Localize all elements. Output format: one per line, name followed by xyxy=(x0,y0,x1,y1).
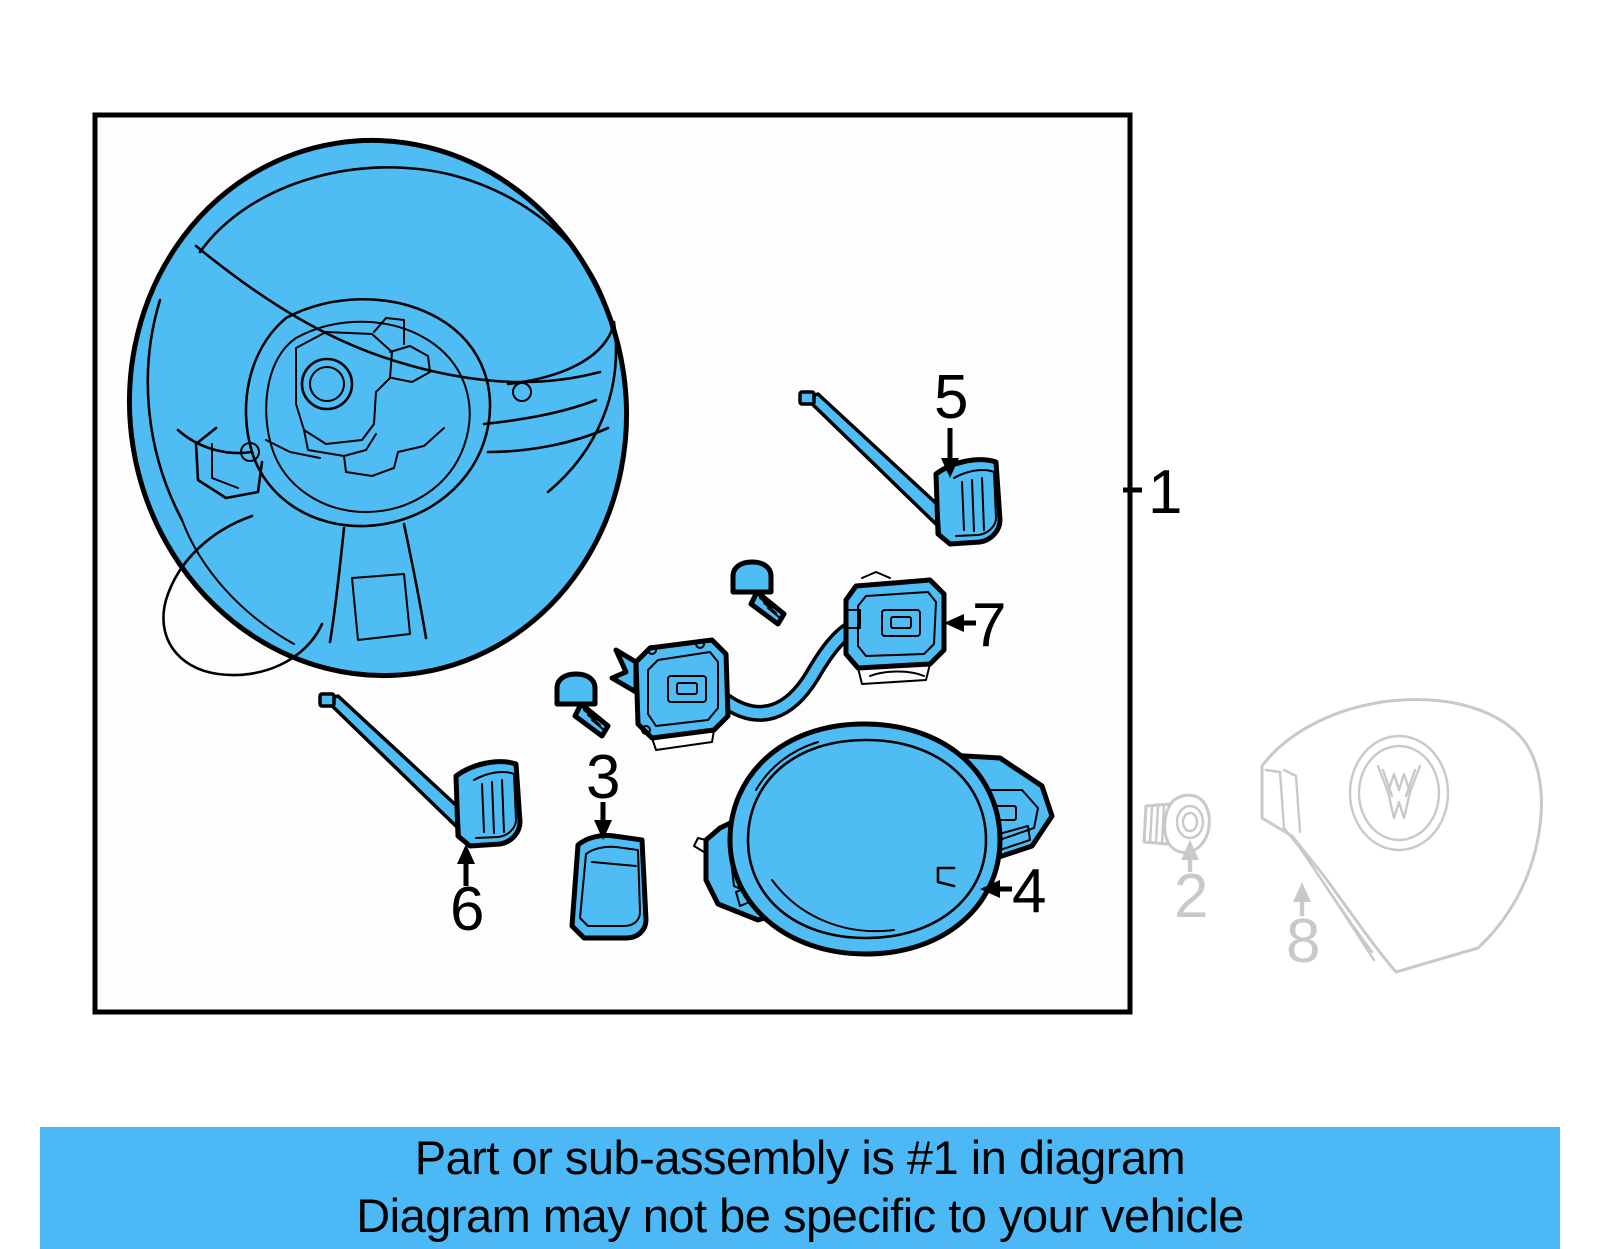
part-4-multifunction-switch-carrier[interactable] xyxy=(693,721,1055,957)
callout-4: 4 xyxy=(980,857,1046,926)
caption-line-1: Part or sub-assembly is #1 in diagram xyxy=(414,1131,1186,1184)
part-6-shift-paddle-left[interactable] xyxy=(318,692,523,849)
callout-2-number: 2 xyxy=(1174,862,1208,931)
callout-8: 8 xyxy=(1286,882,1320,976)
part-8-driver-airbag-module[interactable] xyxy=(1260,698,1543,974)
caption-line-2: Diagram may not be specific to your vehi… xyxy=(356,1189,1244,1242)
callout-1: 1 xyxy=(1123,458,1182,527)
callout-3: 3 xyxy=(586,743,620,840)
callout-8-number: 8 xyxy=(1286,907,1320,976)
callout-7-number: 7 xyxy=(972,591,1006,660)
part-screw-upper[interactable] xyxy=(730,559,787,627)
part-screw-lower[interactable] xyxy=(554,671,611,739)
callout-6-number: 6 xyxy=(450,875,484,944)
part-2-airbag-retaining-bolt[interactable] xyxy=(1142,793,1211,854)
callout-3-number: 3 xyxy=(586,743,620,812)
part-1-steering-wheel[interactable] xyxy=(91,105,665,712)
callout-1-number: 1 xyxy=(1148,458,1182,527)
callout-6: 6 xyxy=(450,844,484,944)
part-7-multifunction-switch-module[interactable] xyxy=(609,571,947,751)
part-5-shift-paddle-right[interactable] xyxy=(798,390,1003,547)
callout-5-number: 5 xyxy=(934,363,968,432)
caption-banner: Part or sub-assembly is #1 in diagram Di… xyxy=(40,1127,1560,1249)
volkswagen-logo xyxy=(1376,764,1422,820)
callout-4-number: 4 xyxy=(1012,857,1046,926)
parts-diagram-canvas: .hl-fill { fill: #4fbdf4; stroke: #00000… xyxy=(91,105,1543,1015)
callout-5: 5 xyxy=(934,363,968,478)
callout-7: 7 xyxy=(944,591,1006,660)
part-3-switch-blank-cover[interactable] xyxy=(569,833,649,941)
callout-2: 2 xyxy=(1174,840,1208,931)
